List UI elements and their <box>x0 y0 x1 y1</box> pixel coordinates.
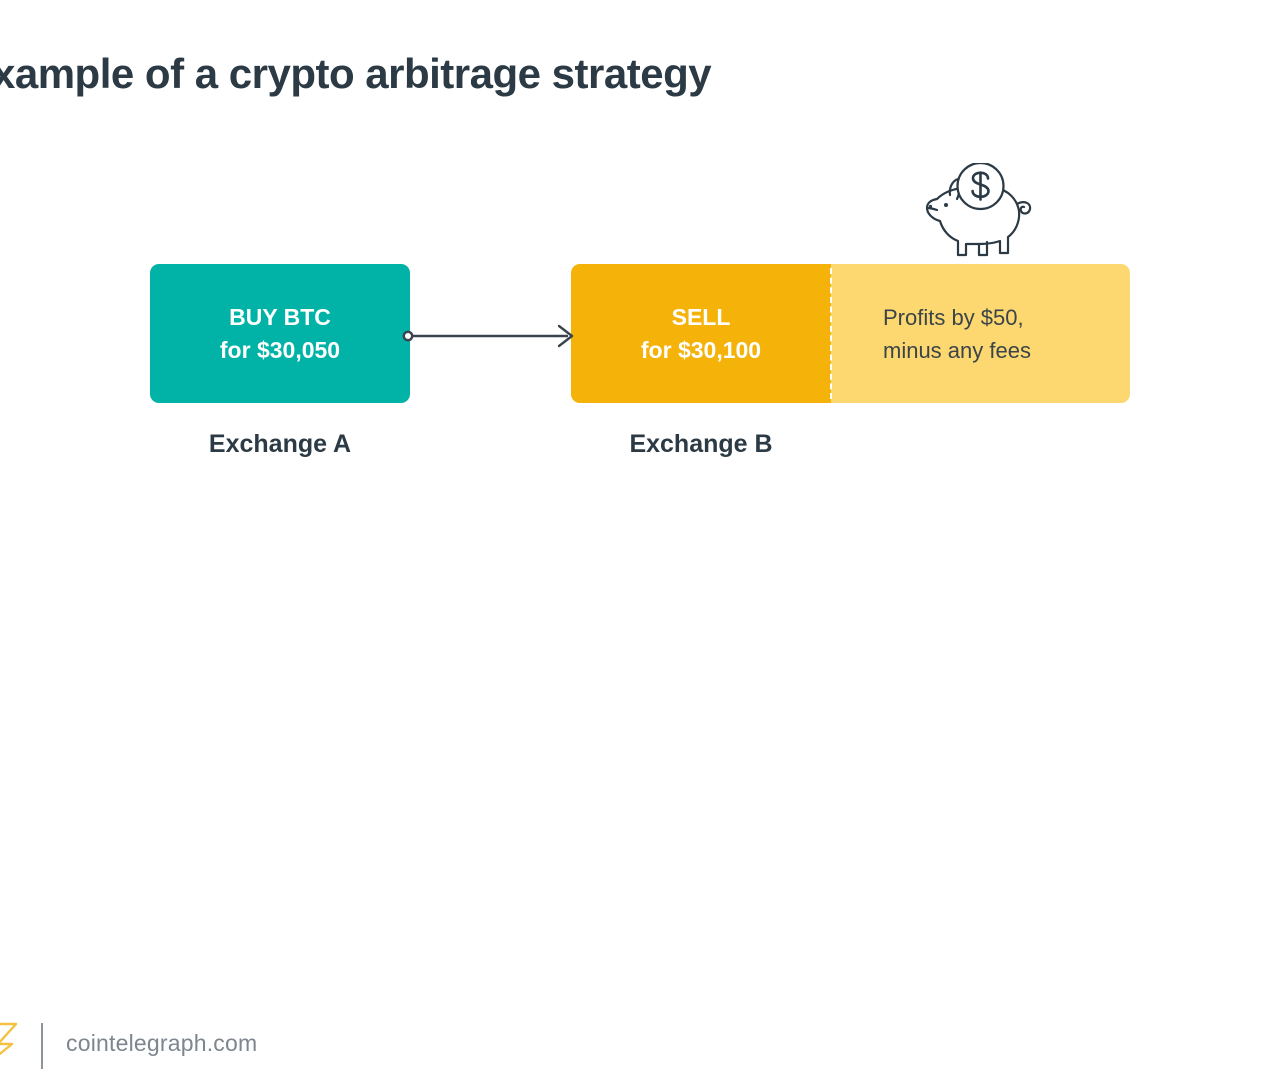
sell-box-line2: for $30,100 <box>640 336 762 363</box>
dashed-divider <box>830 268 832 399</box>
profit-text-block: Profits by $50, minus any fees <box>883 301 1031 367</box>
profit-line2: minus any fees <box>883 337 1031 363</box>
sell-box-line1: SELL <box>671 303 731 330</box>
infographic-canvas: xample of a crypto arbitrage strategy BU… <box>0 50 1280 1069</box>
flow-step-buy: BUY BTC for $30,050 <box>150 264 410 403</box>
footer-bar: cointelegraph.com <box>0 505 1280 1069</box>
connector-arrow-icon <box>402 324 574 348</box>
piggy-bank-icon <box>925 163 1032 257</box>
profit-panel: Profits by $50, minus any fees <box>831 264 1130 403</box>
caption-exchange-a: Exchange A <box>208 430 352 458</box>
page-title: xample of a crypto arbitrage strategy <box>0 50 712 97</box>
caption-exchange-b: Exchange B <box>629 430 773 458</box>
flow-step-sell: SELL for $30,100 <box>571 264 831 403</box>
profit-line1: Profits by $50, <box>883 304 1024 330</box>
buy-box-line1: BUY BTC <box>229 303 331 330</box>
footer-site-label: cointelegraph.com <box>66 1030 258 1056</box>
buy-box-line2: for $30,050 <box>219 336 341 363</box>
lightning-bolt-logo-icon <box>0 1022 18 1056</box>
footer-divider <box>41 1023 43 1069</box>
